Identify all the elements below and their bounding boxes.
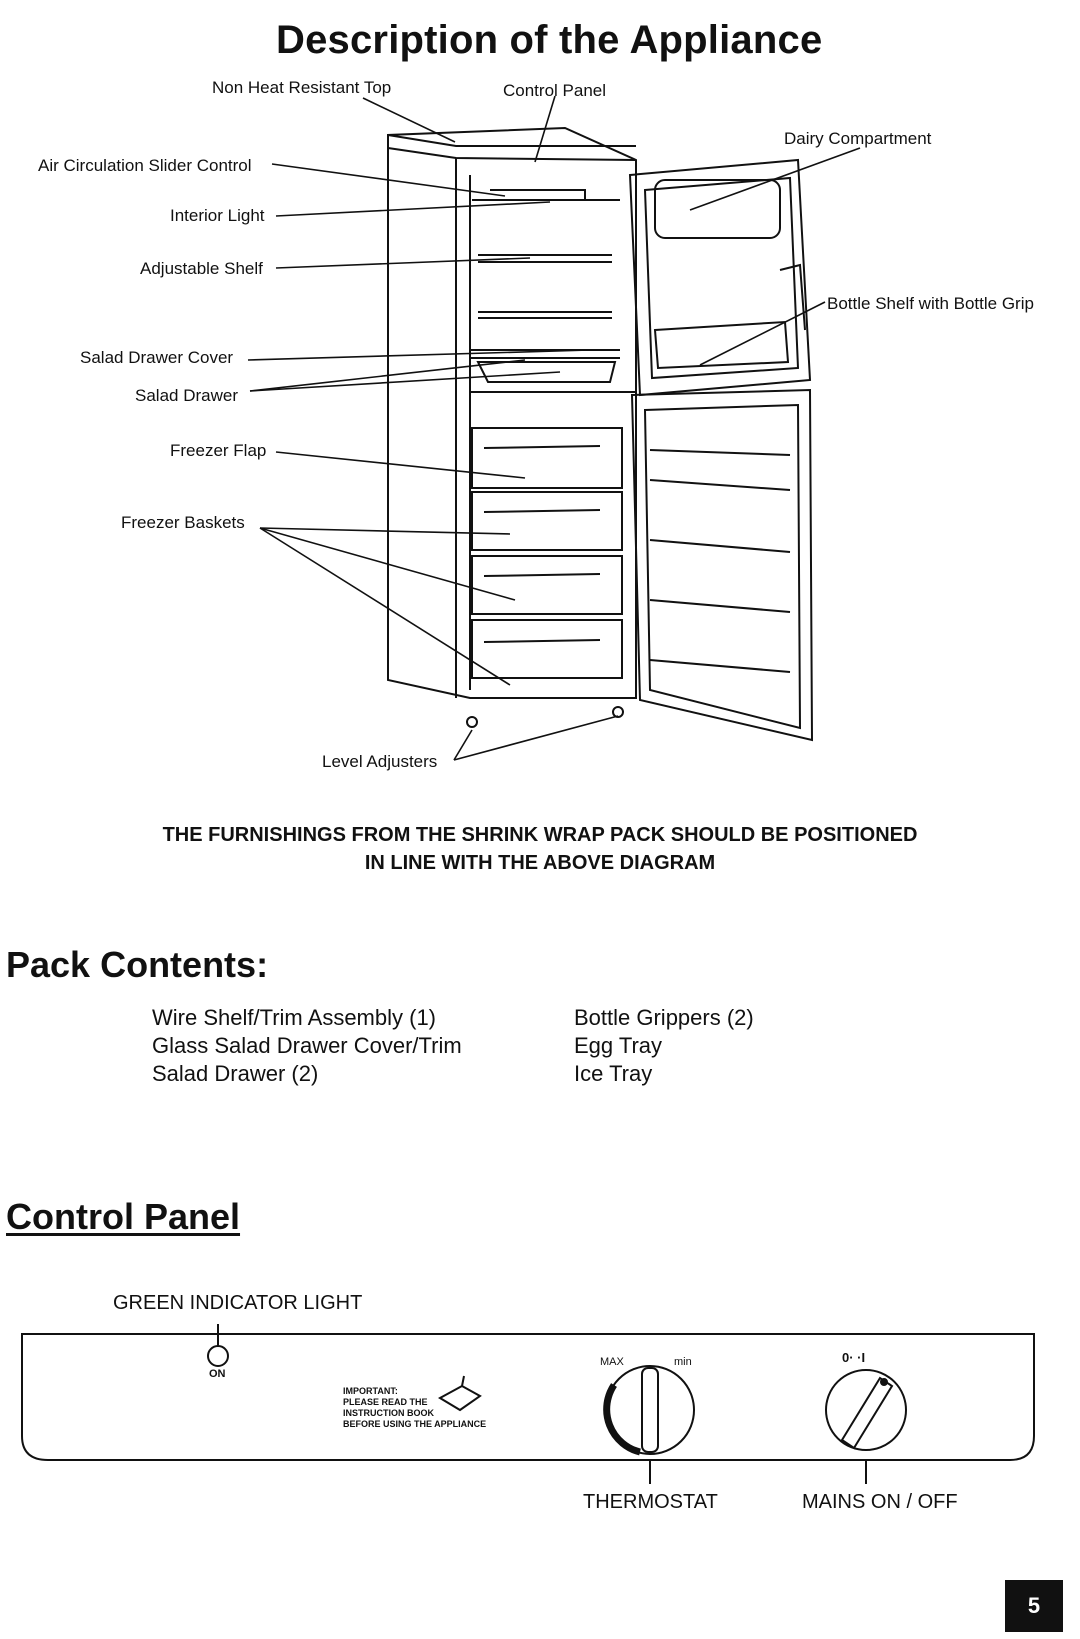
pack-item: Egg Tray [574, 1033, 663, 1058]
label-dairy-compartment: Dairy Compartment [784, 129, 932, 148]
pack-list-left: Wire Shelf/Trim Assembly (1) Glass Salad… [152, 1004, 462, 1088]
control-panel-heading: Control Panel [6, 1196, 241, 1237]
thermostat-max-label: MAX [600, 1356, 624, 1368]
label-air-circulation-slider: Air Circulation Slider Control [38, 156, 252, 175]
green-indicator-label: GREEN INDICATOR LIGHT [113, 1292, 363, 1314]
label-salad-drawer: Salad Drawer [135, 386, 238, 405]
cabinet-outline [387, 126, 637, 699]
top-panel [387, 134, 636, 147]
page-title: Description of the Appliance [276, 18, 823, 62]
pack-item: Wire Shelf/Trim Assembly (1) [152, 1005, 437, 1030]
mains-on-off-label: MAINS ON / OFF [802, 1491, 958, 1513]
on-label: ON [209, 1368, 226, 1380]
pack-item: Bottle Grippers (2) [574, 1005, 754, 1030]
page-number: 5 [1005, 1580, 1063, 1632]
pack-item: Ice Tray [574, 1061, 653, 1086]
label-non-heat-resistant-top: Non Heat Resistant Top [212, 78, 392, 97]
thermostat-min-label: min [674, 1356, 692, 1368]
label-control-panel: Control Panel [503, 81, 607, 100]
label-interior-light: Interior Light [170, 206, 265, 225]
label-salad-drawer-cover: Salad Drawer Cover [80, 348, 234, 367]
thermostat-label: THERMOSTAT [583, 1491, 718, 1513]
pack-item: Glass Salad Drawer Cover/Trim [152, 1033, 462, 1058]
notice-line-1: THE FURNISHINGS FROM THE SHRINK WRAP PAC… [162, 824, 918, 846]
label-freezer-baskets: Freezer Baskets [121, 513, 245, 532]
pack-item: Salad Drawer (2) [152, 1061, 319, 1086]
pack-list-right: Bottle Grippers (2) Egg Tray Ice Tray [574, 1004, 754, 1088]
label-freezer-flap: Freezer Flap [170, 441, 267, 460]
label-level-adjusters: Level Adjusters [322, 752, 438, 771]
label-bottle-shelf: Bottle Shelf with Bottle Grip [827, 294, 1034, 313]
pack-contents-heading: Pack Contents: [6, 944, 269, 985]
notice-line-2: IN LINE WITH THE ABOVE DIAGRAM [364, 852, 716, 874]
important-note: IMPORTANT: PLEASE READ THE INSTRUCTION B… [343, 1386, 487, 1429]
label-adjustable-shelf: Adjustable Shelf [140, 259, 263, 278]
freezer-door [630, 388, 814, 742]
mains-switch-marks: 0· ·I [842, 1350, 866, 1365]
fridge-door [628, 158, 812, 397]
